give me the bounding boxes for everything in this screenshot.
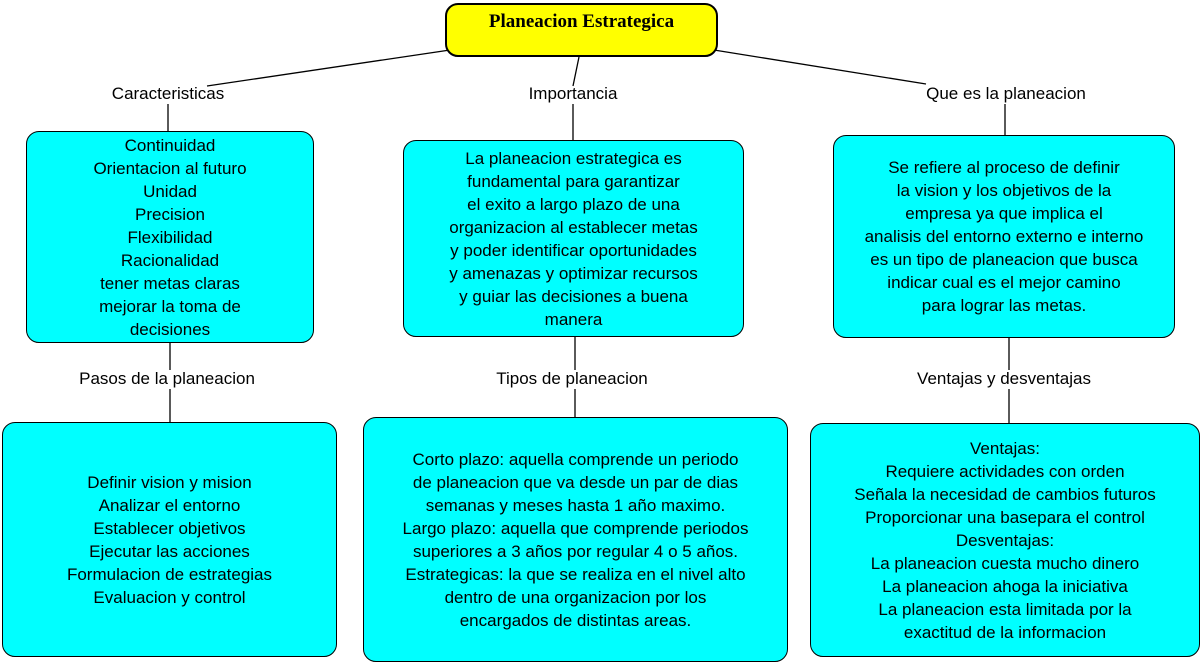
linking-phrase-importancia[interactable]: Importancia [528,84,618,103]
concept-box-que-es-la-planeacion[interactable]: Se refiere al proceso de definir la visi… [833,135,1175,338]
connector-line-root-que-es [713,49,927,85]
linking-phrase-pasos-de-la-planeacion[interactable]: Pasos de la planeacion [79,369,255,388]
concept-box-importancia[interactable]: La planeacion estrategica es fundamental… [403,140,744,337]
concept-box-pasos-de-la-planeacion[interactable]: Definir vision y mision Analizar el ento… [2,422,337,657]
linking-phrase-caracteristicas[interactable]: Caracteristicas [111,84,225,103]
concept-box-caracteristicas[interactable]: Continuidad Orientacion al futuro Unidad… [26,131,314,343]
connector-line-root-importancia [572,56,580,87]
linking-phrase-tipos-de-planeacion[interactable]: Tipos de planeacion [496,369,648,388]
concept-box-ventajas-y-desventajas[interactable]: Ventajas: Requiere actividades con orden… [810,423,1200,657]
root-node[interactable]: Planeacion Estrategica [445,3,718,57]
linking-phrase-ventajas-y-desventajas[interactable]: Ventajas y desventajas [917,369,1091,388]
concept-box-tipos-de-planeacion[interactable]: Corto plazo: aquella comprende un period… [363,417,788,662]
connector-line-root-caracteristicas [206,49,451,87]
linking-phrase-que-es-la-planeacion[interactable]: Que es la planeacion [926,84,1086,103]
